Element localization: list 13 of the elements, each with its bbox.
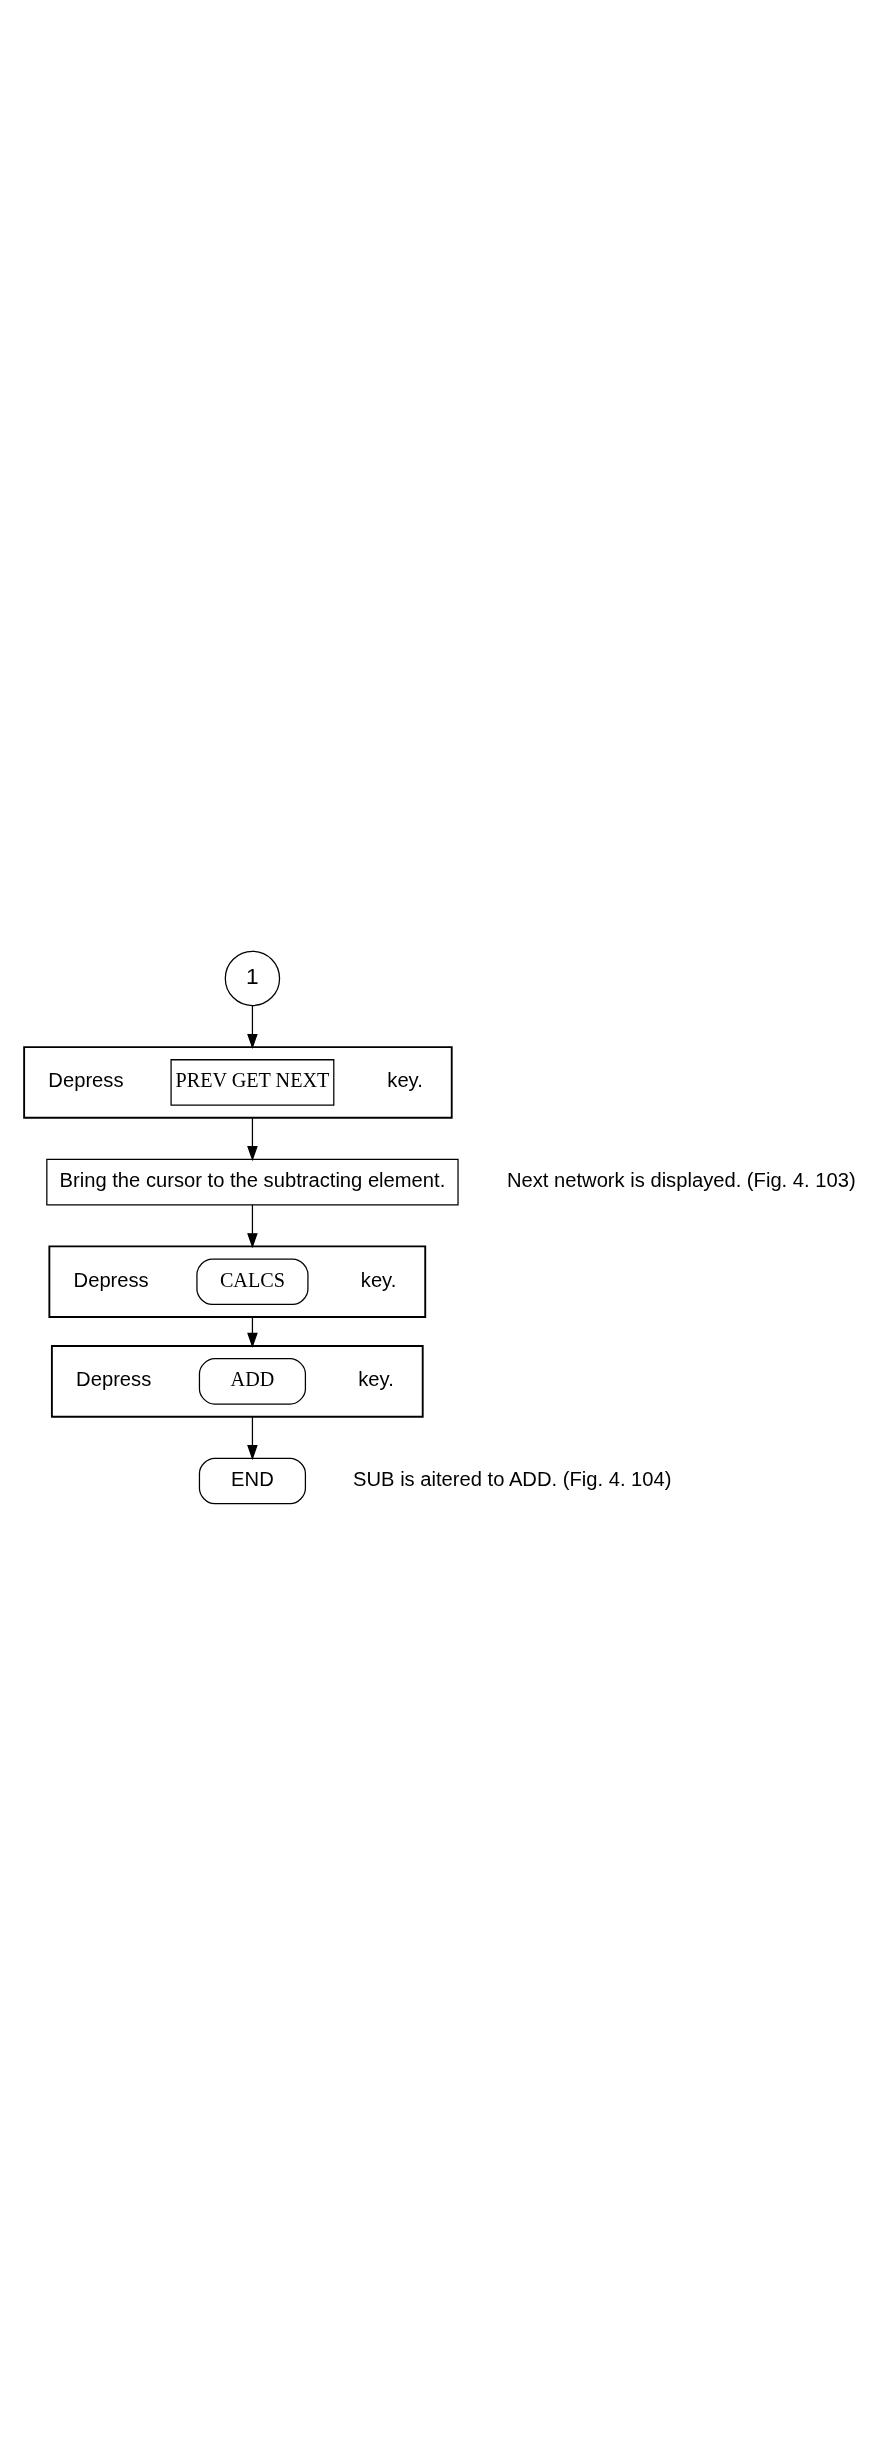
node-circle: 1 bbox=[224, 950, 280, 1006]
arrow bbox=[246, 1116, 258, 1161]
node-box: CALCS bbox=[195, 1257, 309, 1305]
arrow bbox=[246, 1315, 258, 1348]
node-box: ADD bbox=[198, 1357, 306, 1405]
node-box: PREV GET NEXT bbox=[169, 1058, 334, 1106]
arrow bbox=[246, 1004, 258, 1049]
arrow bbox=[246, 1415, 258, 1460]
node-box: END bbox=[198, 1457, 306, 1504]
node-label: Next network is displayed. (Fig. 4. 103) bbox=[506, 1168, 856, 1191]
arrow bbox=[246, 1203, 258, 1248]
node-box: Bring the cursor to the subtracting element. bbox=[45, 1158, 459, 1205]
node-label: SUB is aitered to ADD. (Fig. 4. 104) bbox=[352, 1467, 671, 1490]
